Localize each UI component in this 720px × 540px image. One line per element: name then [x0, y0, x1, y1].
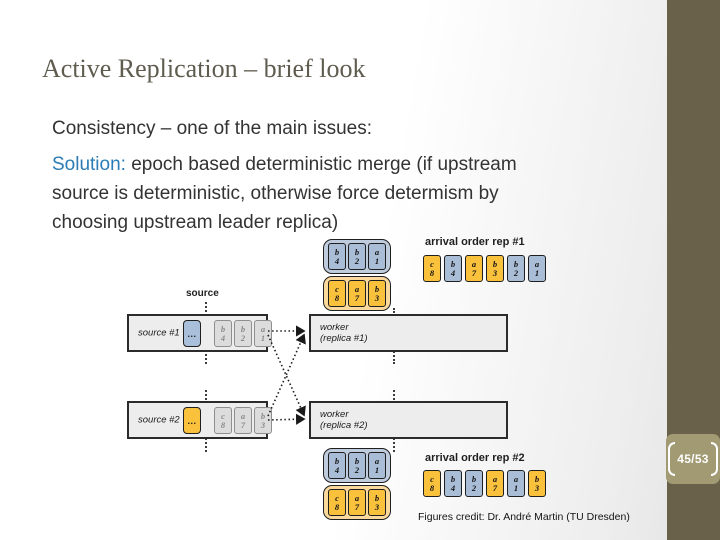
page-number: 45/53	[677, 452, 709, 466]
dataflow-arrows	[267, 325, 306, 425]
arrival-order-rep-2-label: arrival order rep #2	[425, 452, 525, 464]
solution-paragraph: Solution: epoch based deterministic merg…	[52, 150, 632, 237]
left-bracket-icon	[668, 442, 676, 476]
solution-text-line2: source is deterministic, otherwise force…	[52, 183, 499, 204]
worker-2-box: worker(replica #2)	[309, 401, 508, 439]
source-2-ellipsis-box: ...	[183, 407, 201, 434]
solution-text-line3: choosing upstream leader replica)	[52, 212, 339, 233]
page-number-badge: 45/53	[666, 434, 720, 484]
credit-line: Figures credit: Dr. André Martin (TU Dre…	[418, 511, 630, 523]
source-2-label: source #2	[138, 414, 180, 426]
solution-label: Solution:	[52, 154, 126, 175]
worker-1-box: worker(replica #1)	[309, 314, 508, 352]
worker-1-label: worker(replica #1)	[320, 322, 368, 344]
source-column-label: source	[186, 288, 219, 299]
arrival-order-rep-1-label: arrival order rep #1	[425, 236, 525, 248]
source-1-label: source #1	[138, 327, 180, 339]
right-bracket-icon	[710, 442, 718, 476]
solution-text-line1: epoch based deterministic merge (if upst…	[125, 154, 517, 175]
body-consistency-line: Consistency – one of the main issues:	[52, 118, 373, 139]
slide-title: Active Replication – brief look	[42, 54, 366, 83]
worker-2-label: worker(replica #2)	[320, 409, 368, 431]
source-1-ellipsis-box: ...	[183, 320, 201, 347]
